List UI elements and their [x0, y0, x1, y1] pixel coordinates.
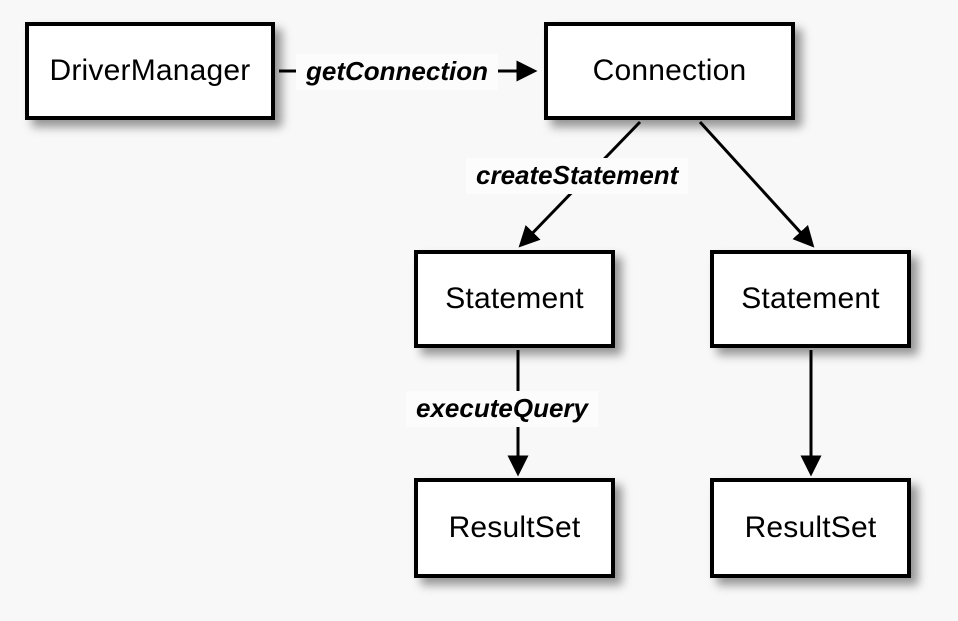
- node-drivermanager[interactable]: DriverManager: [25, 22, 275, 120]
- node-drivermanager-label: DriverManager: [49, 54, 251, 87]
- node-statement-right-label: Statement: [741, 282, 880, 315]
- edge-label-createstatement: createStatement: [466, 158, 689, 195]
- node-resultset-right-label: ResultSet: [744, 511, 877, 544]
- node-resultset-left-label: ResultSet: [448, 511, 581, 544]
- node-resultset-left[interactable]: ResultSet: [414, 478, 615, 578]
- edge-label-executequery: executeQuery: [406, 391, 598, 428]
- node-statement-left-label: Statement: [445, 282, 584, 315]
- node-resultset-right[interactable]: ResultSet: [710, 478, 911, 578]
- node-statement-left[interactable]: Statement: [414, 250, 615, 348]
- node-connection-label: Connection: [592, 54, 747, 87]
- node-connection[interactable]: Connection: [544, 22, 795, 120]
- node-statement-right[interactable]: Statement: [710, 250, 911, 348]
- edge-label-getconnection: getConnection: [296, 54, 498, 91]
- edge-createstatement-right-line: [698, 120, 815, 248]
